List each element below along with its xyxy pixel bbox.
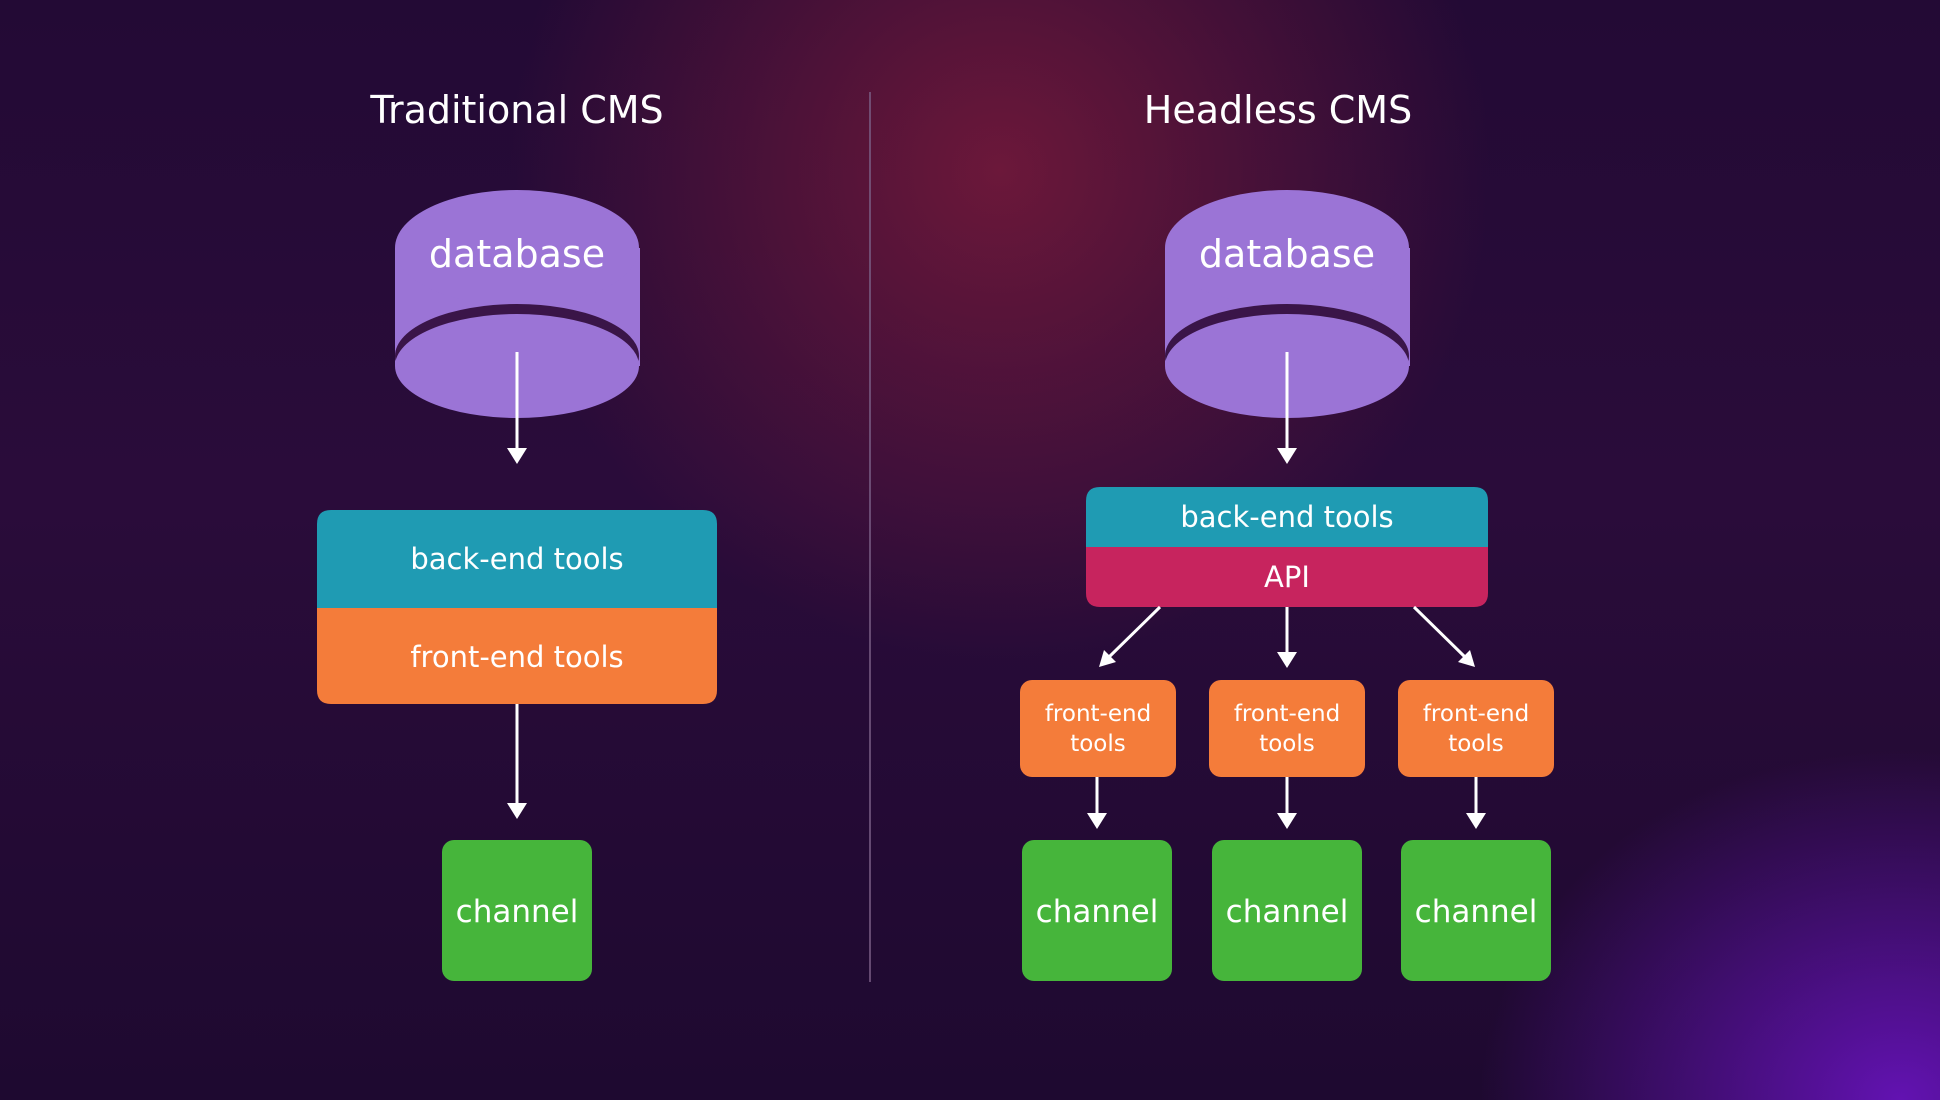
arrow-frontend-to-channel-2 (1277, 777, 1297, 829)
arrow-db-to-backend-headless (1277, 352, 1297, 464)
headless-frontend-2-line1: front-end (1234, 701, 1340, 727)
arrow-api-to-frontend-3 (1412, 605, 1475, 667)
traditional-frontend-box (317, 608, 717, 704)
traditional-frontend-label: front-end tools (410, 640, 623, 674)
headless-channel-3: channel (1401, 840, 1551, 981)
traditional-database: database (395, 190, 640, 418)
headless-backend-box (1086, 487, 1488, 547)
arrow-api-to-frontend-2 (1277, 607, 1297, 668)
arrow-frontend-to-channel (507, 704, 527, 819)
headless-channel-2: channel (1212, 840, 1362, 981)
headless-backend-label: back-end tools (1180, 500, 1393, 534)
arrow-frontend-to-channel-3 (1466, 777, 1486, 829)
headless-channel-1: channel (1022, 840, 1172, 981)
arrow-db-to-backend (507, 352, 527, 464)
arrow-frontend-to-channel-1 (1087, 777, 1107, 829)
headless-frontend-2: front-end tools (1209, 680, 1365, 777)
headless-frontend-1-line1: front-end (1045, 701, 1151, 727)
traditional-database-label: database (429, 232, 605, 276)
traditional-channel: channel (442, 840, 592, 981)
headless-database-label: database (1199, 232, 1375, 276)
traditional-title: Traditional CMS (369, 88, 663, 132)
headless-frontend-3-line1: front-end (1423, 701, 1529, 727)
traditional-cms-section: Traditional CMS database back-end tools … (317, 88, 717, 981)
traditional-channel-label: channel (456, 894, 579, 930)
arrow-api-to-frontend-1 (1099, 605, 1162, 667)
headless-tool-stack: back-end tools API (1086, 487, 1488, 607)
headless-frontend-1-line2: tools (1070, 731, 1126, 757)
headless-channel-3-label: channel (1415, 894, 1538, 930)
traditional-tool-stack: back-end tools front-end tools (317, 510, 717, 704)
headless-channel-1-label: channel (1036, 894, 1159, 930)
headless-frontend-3: front-end tools (1398, 680, 1554, 777)
headless-frontend-3-line2: tools (1448, 731, 1504, 757)
headless-frontend-2-line2: tools (1259, 731, 1315, 757)
headless-title: Headless CMS (1144, 88, 1412, 132)
headless-frontend-1: front-end tools (1020, 680, 1176, 777)
headless-api-box (1086, 547, 1488, 607)
traditional-backend-label: back-end tools (410, 542, 623, 576)
headless-api-label: API (1264, 560, 1310, 594)
traditional-backend-box (317, 510, 717, 608)
headless-channel-2-label: channel (1226, 894, 1349, 930)
headless-cms-section: Headless CMS database back-end tools API (1020, 88, 1554, 981)
